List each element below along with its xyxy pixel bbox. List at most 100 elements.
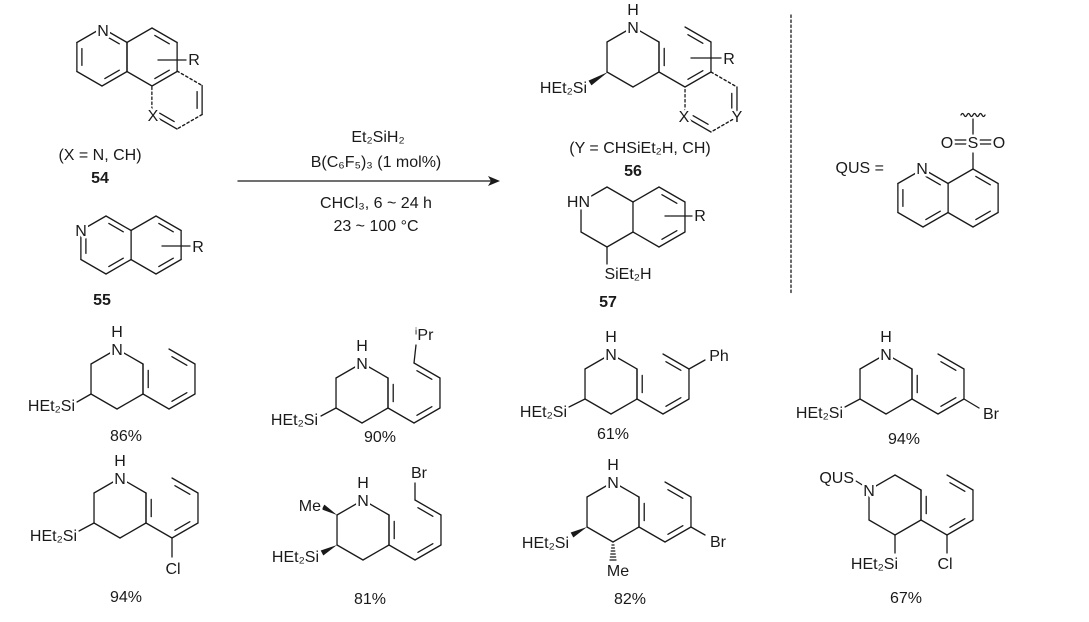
ring-bond (922, 168, 949, 185)
ring-bond (584, 353, 612, 370)
double-bond-inner (665, 397, 682, 407)
yield-label: 61% (597, 426, 629, 443)
ring-bond (947, 168, 974, 185)
silyl-group: SiEt₂H (604, 266, 651, 283)
ring-bond (868, 519, 896, 536)
double-bond-inner (104, 34, 120, 45)
atom-n: N (97, 23, 109, 40)
ring-bond (606, 186, 634, 203)
double-bond-inner (925, 210, 941, 221)
ring-bond (658, 186, 686, 203)
methyl-label: Me (299, 498, 321, 515)
atom-h: H (605, 329, 617, 346)
atom-n: N (863, 483, 875, 500)
ring-bond (336, 499, 364, 516)
yield-label: 94% (110, 589, 142, 606)
ring-bond (168, 348, 196, 365)
ring-bond (105, 258, 132, 275)
ring-bond (897, 168, 924, 185)
ring-bond (362, 544, 390, 561)
silyl-bond (568, 398, 586, 408)
atom-n: N (75, 223, 87, 240)
qus-n-bond (855, 480, 865, 487)
ring-bond (93, 522, 121, 539)
yield-label: 82% (614, 591, 646, 608)
double-bond-inner (687, 34, 704, 44)
silyl-group: HEt₂Si (540, 80, 587, 97)
silyl-group: HEt₂Si (271, 412, 318, 429)
reagent-silane: Et₂SiH₂ (351, 129, 404, 146)
ring-bond (119, 477, 147, 494)
ring-bond (335, 407, 363, 424)
wavy-attachment-icon (960, 112, 986, 118)
ring-bond (911, 398, 939, 415)
reagent-solvent-time: CHCl₃, 6 ~ 24 h (320, 195, 432, 212)
ring-bond (632, 231, 660, 248)
ring-bond (413, 407, 441, 424)
ring-bond (658, 71, 686, 88)
double-bond-inner (108, 222, 124, 233)
reagent-catalyst: B(C₆F₅)₃ (1 mol%) (311, 154, 442, 171)
double-bond-inner (667, 489, 684, 499)
compound-54-condition: (X = N, CH) (58, 147, 141, 164)
silyl-group: HEt₂Si (522, 535, 569, 552)
ring-bond (937, 398, 965, 415)
ring-bond (76, 70, 103, 87)
atom-n: N (357, 493, 369, 510)
compound-55-number: 55 (93, 292, 111, 309)
ring-bond (664, 526, 692, 543)
ring-bond (612, 481, 640, 498)
silyl-group: HEt₂Si (30, 528, 77, 545)
ring-bond (387, 407, 415, 424)
ring-bond (972, 168, 999, 185)
ring-bond (920, 519, 948, 536)
ring-bond (946, 519, 974, 536)
double-bond-inner (692, 115, 709, 125)
ring-bond (151, 70, 178, 87)
ring-bond (126, 70, 153, 87)
atom-n: N (880, 347, 892, 364)
atom-n: N (607, 475, 619, 492)
double-bond-inner (661, 230, 678, 240)
ring-bond (868, 474, 896, 491)
ring-bond (586, 526, 614, 543)
ring-bond (885, 353, 913, 370)
atom-o: O (941, 135, 953, 152)
double-bond-inner (108, 257, 124, 268)
ring-bond (76, 27, 103, 44)
wedge-bond (321, 504, 337, 515)
silyl-bond (844, 398, 861, 408)
ring-bond (101, 27, 128, 44)
ring-bond (894, 474, 922, 491)
silyl-group: HEt₂Si (272, 549, 319, 566)
ring-bond (130, 258, 157, 275)
ring-bond (937, 353, 965, 370)
ring-bond (684, 26, 712, 43)
double-bond-inner (940, 397, 957, 407)
ring-bond (362, 499, 390, 516)
ring-bond (336, 544, 364, 561)
double-bond-inner (104, 69, 120, 80)
ring-bond (972, 211, 999, 228)
ring-bond (171, 522, 199, 539)
ring-bond (155, 258, 182, 275)
double-bond-inner (416, 370, 433, 380)
substituent-label: Ph (709, 348, 729, 365)
ring-bond (171, 477, 199, 494)
ring-bond (105, 215, 132, 232)
atom-o: O (993, 135, 1005, 152)
ring-bond (638, 526, 666, 543)
double-bond-inner (158, 222, 174, 233)
r-group: R (694, 208, 706, 225)
ring-bond (684, 71, 712, 88)
methyl-label: Me (607, 563, 629, 580)
ring-bond (610, 398, 638, 415)
ring-bond (101, 70, 128, 87)
ring-bond (388, 544, 416, 561)
substituent-label: Br (411, 465, 428, 482)
dashed-bond (176, 113, 203, 130)
yield-label: 94% (888, 431, 920, 448)
ring-bond (658, 231, 686, 248)
